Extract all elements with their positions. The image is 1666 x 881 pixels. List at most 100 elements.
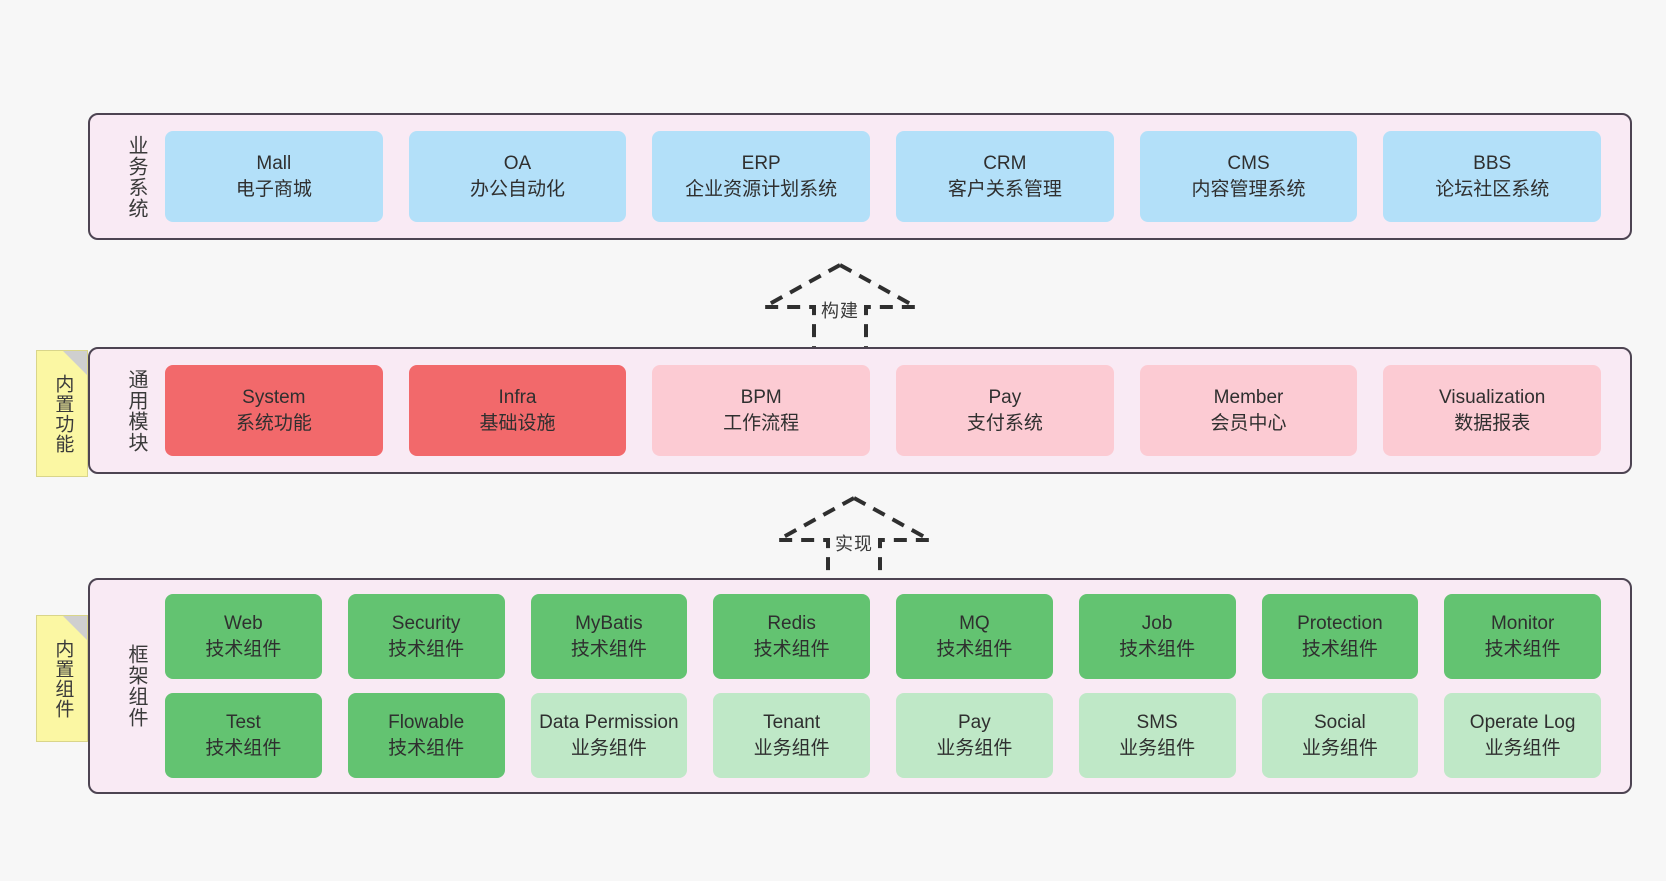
note-builtin-components-label: 内置组件 — [52, 638, 74, 719]
card-protection-sub: 技术组件 — [1301, 638, 1378, 660]
card-mall-name: Mall — [256, 153, 292, 175]
card-tenant[interactable]: Tenant 业务组件 — [713, 693, 870, 778]
layer-common-modules: 通用模块 System 系统功能 Infra 基础设施 BPM 工作流程 Pay… — [88, 347, 1632, 474]
card-mall[interactable]: Mall 电子商城 — [165, 131, 383, 222]
card-security-name: Security — [391, 613, 461, 635]
card-bpm-name: BPM — [740, 387, 782, 409]
layer-title-framework: 框架组件 — [125, 644, 147, 728]
card-data-permission-sub: 业务组件 — [570, 737, 647, 759]
card-erp-name: ERP — [741, 153, 781, 175]
card-test[interactable]: Test 技术组件 — [165, 693, 322, 778]
card-redis[interactable]: Redis 技术组件 — [713, 594, 870, 679]
card-data-permission-name: Data Permission — [539, 712, 679, 734]
card-visualization-name: Visualization — [1439, 387, 1546, 409]
arrow-implement-label: 实现 — [835, 534, 873, 554]
card-protection[interactable]: Protection 技术组件 — [1261, 594, 1419, 679]
card-infra-sub: 基础设施 — [479, 412, 556, 434]
card-operate-log-name: Operate Log — [1469, 712, 1576, 734]
card-mq-sub: 技术组件 — [936, 638, 1013, 660]
note-builtin-components: 内置组件 — [36, 615, 88, 742]
card-member-sub: 会员中心 — [1210, 412, 1287, 434]
card-bpm[interactable]: BPM 工作流程 — [652, 365, 871, 456]
card-pay-module-name: Pay — [988, 387, 1022, 409]
card-redis-name: Redis — [767, 613, 816, 635]
card-web-sub: 技术组件 — [205, 638, 282, 660]
card-infra[interactable]: Infra 基础设施 — [408, 365, 627, 456]
card-oa-name: OA — [503, 153, 532, 175]
common-card-row: System 系统功能 Infra 基础设施 BPM 工作流程 Pay 支付系统… — [148, 349, 1630, 472]
card-visualization-sub: 数据报表 — [1454, 412, 1531, 434]
arrow-implement: 实现 — [770, 492, 938, 580]
card-cms-name: CMS — [1227, 153, 1270, 175]
card-data-permission[interactable]: Data Permission 业务组件 — [530, 693, 688, 778]
card-sms-name: SMS — [1136, 712, 1178, 734]
card-pay-component[interactable]: Pay 业务组件 — [896, 693, 1053, 778]
card-job-name: Job — [1141, 613, 1173, 635]
note-fold-icon — [63, 616, 87, 640]
card-monitor-sub: 技术组件 — [1484, 638, 1561, 660]
card-job[interactable]: Job 技术组件 — [1078, 594, 1236, 679]
card-member-name: Member — [1213, 387, 1284, 409]
arrow-build-icon — [763, 263, 917, 347]
card-visualization[interactable]: Visualization 数据报表 — [1383, 365, 1602, 456]
card-social-sub: 业务组件 — [1301, 737, 1378, 759]
card-mq[interactable]: MQ 技术组件 — [896, 594, 1053, 679]
card-monitor[interactable]: Monitor 技术组件 — [1444, 594, 1601, 679]
card-erp[interactable]: ERP 企业资源计划系统 — [652, 131, 871, 222]
card-protection-name: Protection — [1297, 613, 1383, 635]
layer-framework-components: 框架组件 Web 技术组件 Security 技术组件 MyBatis 技术组件… — [88, 578, 1632, 794]
card-mall-sub: 电子商城 — [235, 178, 312, 200]
card-pay-component-sub: 业务组件 — [936, 737, 1013, 759]
layer-title-business: 业务系统 — [125, 134, 147, 219]
card-mybatis-sub: 技术组件 — [570, 638, 647, 660]
card-web-name: Web — [224, 613, 263, 635]
card-pay-module-sub: 支付系统 — [966, 412, 1043, 434]
card-oa-sub: 办公自动化 — [470, 178, 566, 200]
card-redis-sub: 技术组件 — [753, 638, 830, 660]
framework-row-2: Test 技术组件 Flowable 技术组件 Data Permission … — [152, 693, 1614, 778]
card-operate-log[interactable]: Operate Log 业务组件 — [1444, 693, 1601, 778]
card-web[interactable]: Web 技术组件 — [165, 594, 322, 679]
card-bpm-sub: 工作流程 — [723, 412, 800, 434]
card-system[interactable]: System 系统功能 — [165, 365, 383, 456]
card-flowable-name: Flowable — [388, 712, 465, 734]
card-monitor-name: Monitor — [1490, 613, 1555, 635]
card-pay-module[interactable]: Pay 支付系统 — [896, 365, 1114, 456]
card-flowable-sub: 技术组件 — [388, 737, 465, 759]
card-system-sub: 系统功能 — [235, 412, 312, 434]
card-bbs-sub: 论坛社区系统 — [1435, 178, 1550, 200]
card-security[interactable]: Security 技术组件 — [347, 594, 505, 679]
card-test-name: Test — [225, 712, 261, 734]
card-crm-sub: 客户关系管理 — [947, 178, 1062, 200]
framework-row-1: Web 技术组件 Security 技术组件 MyBatis 技术组件 Redi… — [152, 594, 1614, 679]
card-test-sub: 技术组件 — [205, 737, 282, 759]
card-member[interactable]: Member 会员中心 — [1139, 365, 1358, 456]
card-flowable[interactable]: Flowable 技术组件 — [347, 693, 505, 778]
card-cms-sub: 内容管理系统 — [1191, 178, 1306, 200]
card-sms-sub: 业务组件 — [1119, 737, 1196, 759]
card-tenant-sub: 业务组件 — [753, 737, 830, 759]
card-pay-component-name: Pay — [958, 712, 991, 734]
card-operate-log-sub: 业务组件 — [1484, 737, 1561, 759]
card-erp-sub: 企业资源计划系统 — [685, 178, 838, 200]
card-social[interactable]: Social 业务组件 — [1261, 693, 1419, 778]
arrow-implement-icon — [777, 496, 931, 580]
note-fold-icon — [63, 351, 87, 375]
card-sms[interactable]: SMS 业务组件 — [1078, 693, 1236, 778]
card-cms[interactable]: CMS 内容管理系统 — [1139, 131, 1358, 222]
card-crm[interactable]: CRM 客户关系管理 — [896, 131, 1114, 222]
card-bbs[interactable]: BBS 论坛社区系统 — [1383, 131, 1602, 222]
card-mq-name: MQ — [959, 613, 990, 635]
card-oa[interactable]: OA 办公自动化 — [408, 131, 627, 222]
layer-title-common: 通用模块 — [125, 368, 147, 453]
card-crm-name: CRM — [983, 153, 1027, 175]
arrow-build-label: 构建 — [821, 301, 859, 321]
card-mybatis[interactable]: MyBatis 技术组件 — [530, 594, 688, 679]
note-builtin-functions-label: 内置功能 — [52, 373, 74, 454]
layer-business-systems: 业务系统 Mall 电子商城 OA 办公自动化 ERP 企业资源计划系统 CRM… — [88, 113, 1632, 240]
note-builtin-functions: 内置功能 — [36, 350, 88, 477]
card-mybatis-name: MyBatis — [575, 613, 643, 635]
card-tenant-name: Tenant — [763, 712, 821, 734]
card-infra-name: Infra — [498, 387, 537, 409]
